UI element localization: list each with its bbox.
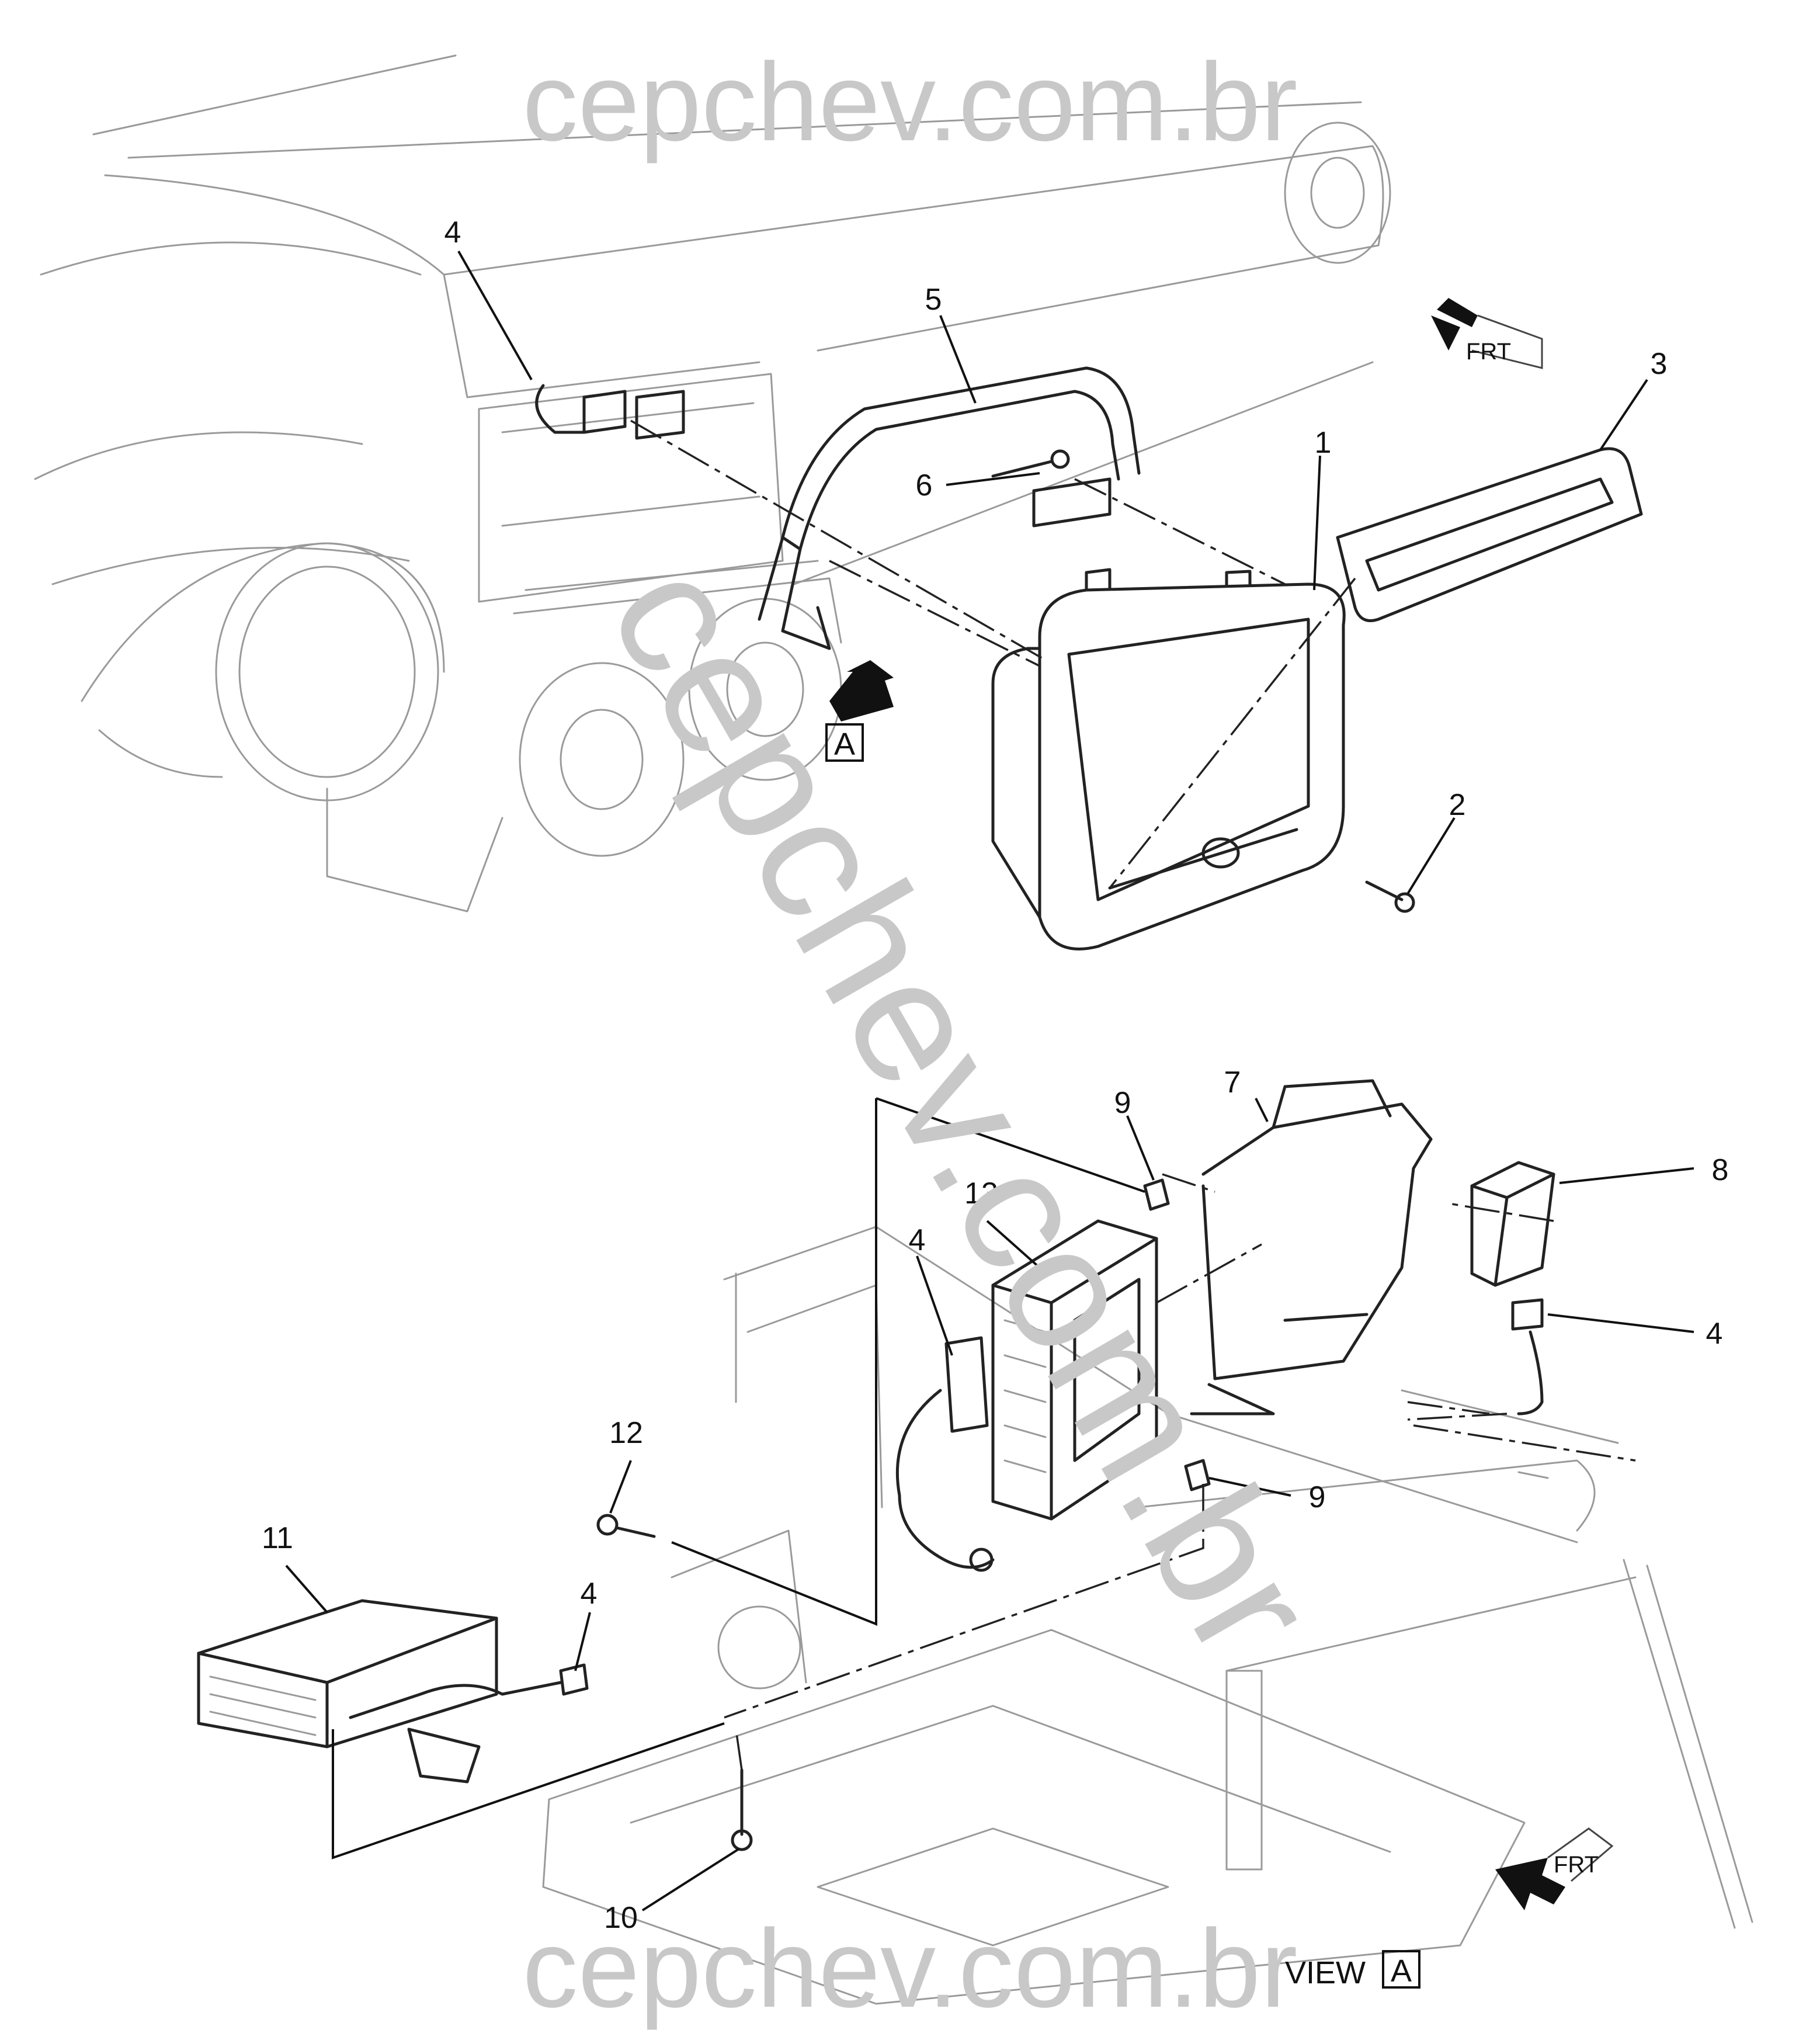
upper-dashed-leaders	[630, 419, 1356, 889]
view-a-arrow: A	[825, 660, 894, 762]
part-bolt-10	[731, 1768, 753, 1851]
watermark-bottom: cepchev.com.br	[522, 1907, 1297, 2031]
part-radio-bezel	[991, 568, 1346, 950]
part-screw-2	[1365, 880, 1415, 913]
part-bolt-12	[596, 1514, 656, 1538]
frt-label-bottom: FRT	[1554, 1852, 1599, 1878]
part-radio-module	[991, 1219, 1158, 1521]
part-small-module	[1470, 1161, 1555, 1287]
callout-3: 3	[1651, 347, 1668, 381]
view-label-prefix: VIEW	[1285, 1955, 1366, 1990]
callout-9-lower: 9	[1309, 1480, 1326, 1514]
part-harness-amplifier	[349, 1663, 589, 1784]
part-harness-module	[895, 1336, 995, 1572]
view-label-letter: A	[1391, 1954, 1412, 1989]
callout-13: 13	[964, 1177, 998, 1210]
callout-4-small-module: 4	[1706, 1317, 1723, 1351]
callout-12: 12	[609, 1416, 643, 1450]
part-clip-9-lower	[1184, 1459, 1211, 1491]
callout-leaders	[285, 251, 1694, 1911]
callout-1: 1	[1315, 426, 1332, 460]
watermark-diagonal: cepchev.com.br	[572, 530, 1354, 1688]
frt-arrow-top: FRT	[1431, 298, 1543, 369]
part-trim-plate	[1336, 447, 1643, 622]
callout-10: 10	[604, 1901, 638, 1935]
part-radio-bracket	[758, 366, 1141, 650]
floor-background-art	[542, 1226, 1753, 2005]
frt-arrow-bottom: FRT	[1495, 1827, 1614, 1910]
view-a-marker-letter: A	[834, 727, 855, 762]
callout-2: 2	[1449, 788, 1466, 822]
callout-4-upper: 4	[444, 216, 461, 249]
callout-6: 6	[916, 469, 933, 502]
dashboard-background-art	[34, 54, 1391, 913]
callout-4-amplifier: 4	[581, 1577, 598, 1611]
callout-4-module: 4	[909, 1223, 926, 1257]
view-a-label: VIEW A	[1285, 1950, 1420, 1990]
callout-8: 8	[1712, 1153, 1729, 1187]
part-amplifier-module	[197, 1599, 498, 1748]
part-clip-9-upper	[1143, 1178, 1170, 1211]
callout-7: 7	[1224, 1066, 1241, 1099]
lower-leader-lines	[332, 1097, 1636, 1859]
part-harness-connector-upper	[535, 384, 685, 440]
callout-11: 11	[262, 1521, 293, 1555]
callout-9-upper: 9	[1114, 1086, 1131, 1120]
part-harness-small-module	[1511, 1298, 1544, 1415]
part-module-bracket	[1190, 1079, 1433, 1415]
frt-label-top: FRT	[1466, 339, 1511, 365]
callout-5: 5	[925, 283, 942, 317]
watermark-top: cepchev.com.br	[522, 40, 1297, 164]
